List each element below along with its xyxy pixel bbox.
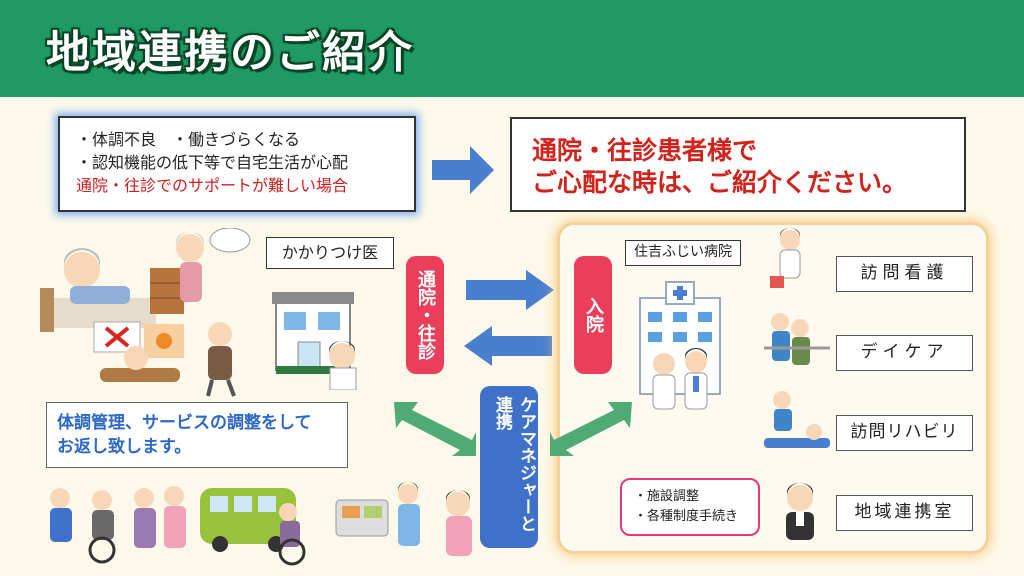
family-doctor-label: かかりつけ医 <box>266 237 394 269</box>
admission-label: 入院 <box>574 256 612 374</box>
message-line-1: 通院・往診患者様で <box>532 136 758 165</box>
care-manager-label: ケアマネジャーと連携 <box>480 386 538 548</box>
concern-line-2: ・認知機能の低下等で自宅生活が心配 <box>76 153 349 172</box>
care-manager-illustration <box>446 490 472 556</box>
care-manager-text: ケアマネジャーと連携 <box>492 396 536 532</box>
double-arrow-left-icon <box>394 402 476 456</box>
service-home-rehab: 訪問リハビリ <box>836 415 973 451</box>
bubble-line-1: ・施設調整 <box>634 489 700 504</box>
clinic-building-illustration <box>272 292 357 390</box>
page-title: 地域連携のご紹介 <box>46 27 414 78</box>
service-staff-illustration <box>764 228 830 448</box>
sick-patients-illustration <box>40 228 251 397</box>
service-regional-liaison: 地域連携室 <box>836 495 973 531</box>
concerns-box: ・体調不良 ・働きづらくなる ・認知機能の低下等で自宅生活が心配 通院・往診での… <box>58 116 416 212</box>
service-day-care: デイケア <box>836 335 973 371</box>
visit-label: 通院・往診 <box>406 256 444 374</box>
community-care-illustration <box>50 482 420 566</box>
service-home-nursing: 訪問看護 <box>836 256 973 292</box>
concern-line-1: ・体調不良 ・働きづらくなる <box>76 130 301 149</box>
double-arrow-right-icon <box>550 402 632 456</box>
hospital-name-label: 住吉ふじい病院 <box>625 240 741 266</box>
arrow-to-hospital-icon <box>466 270 554 310</box>
bubble-line-2: ・各種制度手続き <box>634 509 739 524</box>
header-bar <box>0 0 1024 97</box>
arrow-to-clinic-icon <box>464 326 552 366</box>
message-line-2: ご心配な時は、ご紹介ください。 <box>532 168 908 197</box>
concern-line-3: 通院・往診でのサポートが難しい場合 <box>76 176 349 195</box>
feedback-box: 体調管理、サービスの調整をして お返し致します。 <box>46 402 348 468</box>
liaison-speech-bubble: ・施設調整 ・各種制度手続き <box>620 478 760 536</box>
hospital-building-illustration <box>639 281 721 410</box>
referral-message-box: 通院・往診患者様で ご心配な時は、ご紹介ください。 <box>510 117 966 212</box>
feedback-line-1: 体調管理、サービスの調整をして <box>57 413 312 433</box>
liaison-staff-illustration <box>786 483 814 540</box>
arrow-right-icon <box>432 146 494 194</box>
feedback-line-2: お返し致します。 <box>57 437 192 457</box>
